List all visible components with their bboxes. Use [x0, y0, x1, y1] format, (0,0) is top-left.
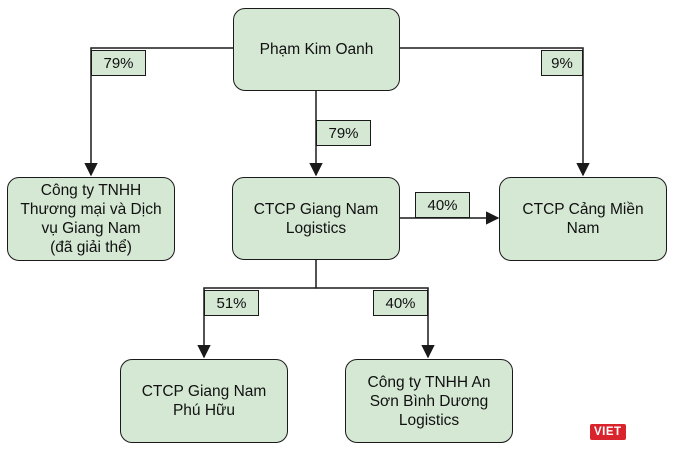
node-cang-mien-nam: CTCP Cảng Miền Nam [499, 177, 667, 261]
pct-label-phu-huu: 51% [204, 290, 259, 316]
node-pham-kim-oanh: Phạm Kim Oanh [233, 8, 400, 91]
node-label: CTCP Giang Nam Logistics [253, 200, 379, 237]
node-label: CTCP Cảng Miền Nam [522, 201, 644, 237]
viet-logo: VIET [590, 421, 626, 443]
edge-logistics-to-phu-huu [197, 260, 317, 359]
logo-text: VIET [590, 424, 626, 440]
edge-owner-to-cang-mien-nam [400, 47, 590, 177]
node-label: Công ty TNHH An Sơn Bình Dương Logistics [367, 373, 491, 429]
node-label: Phạm Kim Oanh [259, 41, 374, 58]
node-label: CTCP Giang Nam Phú Hữu [141, 383, 267, 419]
node-cty-thuong-mai: Công ty TNHH Thương mại và Dịch vụ Giang… [7, 177, 175, 261]
edge-logistics-to-an-son [316, 287, 435, 359]
node-label: Công ty TNHH Thương mại và Dịch vụ Giang… [20, 182, 162, 256]
pct-label-thuong-mai: 79% [91, 50, 146, 76]
node-giang-nam-logistics: CTCP Giang Nam Logistics [232, 177, 400, 260]
node-giang-nam-phu-huu: CTCP Giang Nam Phú Hữu [120, 359, 288, 443]
node-an-son-binh-duong: Công ty TNHH An Sơn Bình Dương Logistics [345, 359, 513, 443]
pct-label-cang-mien-nam-owner: 9% [541, 50, 583, 76]
pct-label-an-son: 40% [373, 290, 428, 316]
edge-owner-to-thuong-mai [84, 47, 233, 177]
pct-label-cang-mien-nam-logistics: 40% [415, 192, 470, 218]
pct-label-logistics: 79% [316, 120, 371, 146]
